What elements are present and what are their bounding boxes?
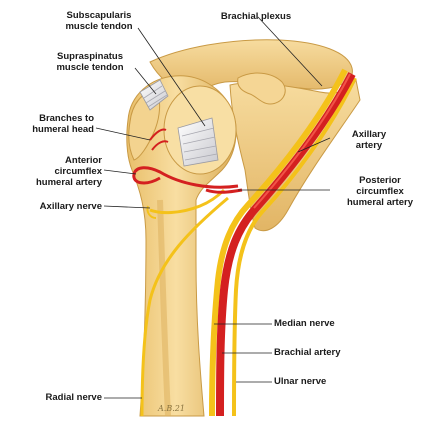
label-posterior-circumflex: Posterior circumflex humeral artery: [346, 175, 413, 208]
anterior-circumflex-artery: [132, 166, 239, 189]
label-anterior-circumflex: Anterior circumflex humeral artery: [35, 155, 102, 188]
subscapularis-tendon-stripes: [181, 127, 218, 161]
radial-nerve: [140, 196, 229, 417]
artist-signature: A.B.21: [158, 404, 185, 413]
coracoid-process: [237, 72, 286, 105]
ulnar-nerve: [232, 77, 357, 417]
axillary-artery: [216, 72, 356, 417]
label-brachial-plexus: Brachial plexus: [220, 11, 292, 22]
label-branches-humeral-head: Branches to humeral head: [32, 113, 94, 135]
label-subscapularis-tendon: Subscapularis muscle tendon: [65, 10, 133, 32]
posterior-circumflex-artery: [205, 188, 243, 194]
subscapularis-tendon: [177, 117, 219, 167]
shaft-shading: [157, 199, 171, 417]
supraspinatus-tendon-stripes: [143, 85, 168, 108]
leader-lines: [95, 16, 331, 399]
label-supraspinatus-tendon: Supraspinatus muscle tendon: [56, 51, 124, 73]
axillary-nerve-branch: [146, 205, 157, 219]
label-axillary-nerve: Axillary nerve: [39, 201, 102, 212]
label-axillary-artery: Axillary artery: [351, 129, 387, 151]
humeral-head-branches: [149, 128, 169, 151]
label-radial-nerve: Radial nerve: [45, 392, 103, 403]
axillary-artery-highlight: [253, 73, 351, 209]
label-brachial-artery: Brachial artery: [274, 347, 341, 358]
axillary-nerve: [149, 188, 226, 215]
label-ulnar-nerve: Ulnar nerve: [274, 376, 327, 387]
brachial-plexus: [209, 68, 348, 417]
label-median-nerve: Median nerve: [274, 318, 335, 329]
